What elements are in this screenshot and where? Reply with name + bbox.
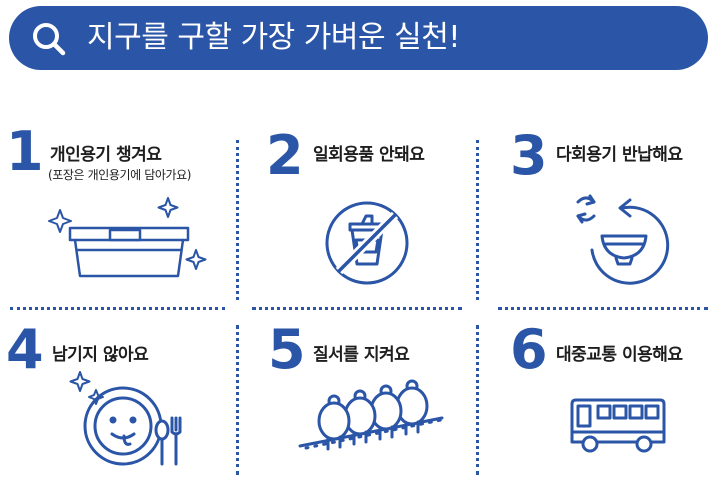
item-number: 5: [268, 318, 306, 381]
item-label: 대중교통 이용해요: [556, 345, 683, 365]
bus-icon: [570, 398, 666, 453]
queue-people-icon: [298, 379, 444, 451]
divider: [476, 140, 479, 300]
divider: [236, 325, 239, 475]
item-number: 3: [510, 124, 548, 187]
item-label: 다회용기 반납해요: [556, 145, 683, 165]
item-label: 일회용품 안돼요: [313, 145, 425, 165]
header-banner: 지구를 구할 가장 가벼운 실천!: [9, 6, 708, 70]
item-number: 2: [266, 124, 304, 187]
divider: [236, 140, 239, 300]
item-label: 개인용기 챙겨요: [50, 145, 162, 165]
clean-plate-icon: [69, 371, 182, 466]
no-disposable-cup-icon: [325, 201, 409, 285]
divider: [252, 307, 462, 310]
divider: [10, 307, 225, 310]
container-sparkle-icon: [48, 197, 207, 278]
item-number: 1: [6, 120, 44, 183]
search-icon: [33, 23, 66, 56]
item-number: 4: [6, 318, 44, 381]
divider: [476, 325, 479, 475]
item-number: 6: [510, 318, 548, 381]
return-bowl-icon: [576, 194, 670, 285]
item-label: 질서를 지켜요: [313, 345, 410, 365]
item-label: 남기지 않아요: [52, 345, 149, 365]
item-sublabel: (포장은 개인용기에 담아가요): [48, 168, 192, 182]
page-title: 지구를 구할 가장 가벼운 실천!: [87, 20, 460, 55]
divider: [498, 307, 708, 310]
